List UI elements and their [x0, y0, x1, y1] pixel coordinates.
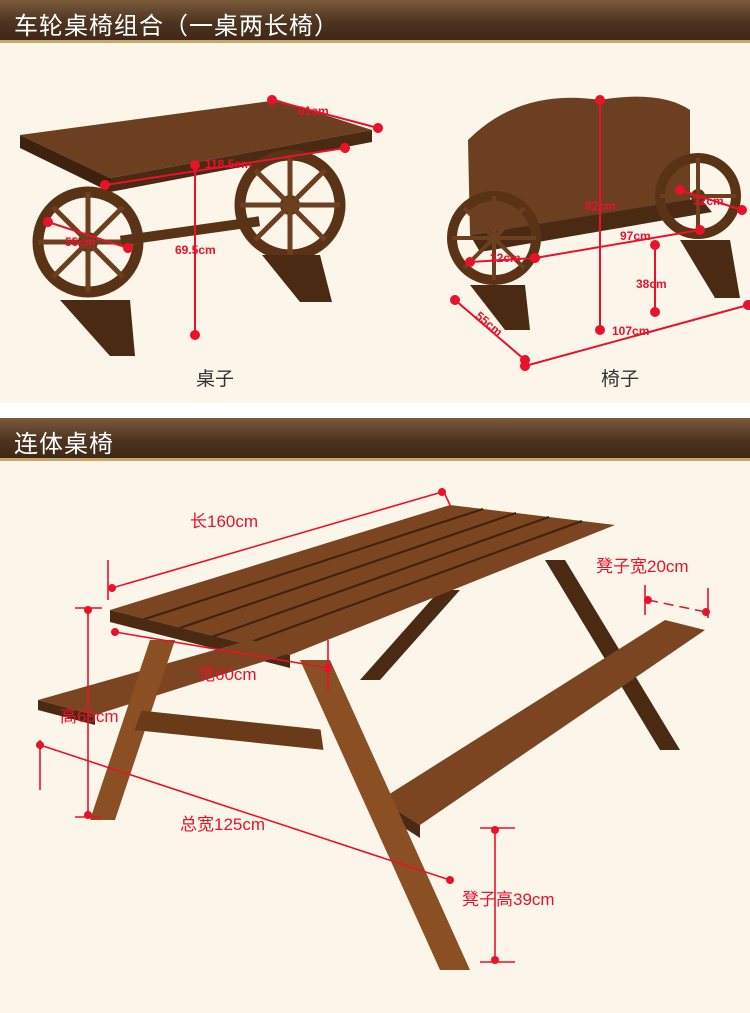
table-height-label: 69.5cm	[175, 243, 216, 257]
wheel-set-illustration: 61cm 118.5cm 69.5cm 55cm 82cm 32cm 97cm …	[20, 95, 750, 371]
picnic-bench-height-label: 凳子高39cm	[462, 890, 555, 909]
section-header-wheel-set: 车轮桌椅组合（一桌两长椅）	[0, 0, 750, 43]
picnic-bench-width-label: 凳子宽20cm	[596, 557, 689, 576]
chair-seat-height-label: 38cm	[636, 277, 667, 291]
section-title: 连体桌椅	[14, 430, 114, 458]
chair-wheel-left-label: 32cm	[490, 251, 521, 265]
table-width-label: 61cm	[298, 104, 329, 118]
chair-caption: 椅子	[601, 368, 640, 390]
table-length-label: 118.5cm	[205, 157, 252, 171]
picnic-width-label: 宽60cm	[198, 665, 257, 684]
picnic-height-label: 高68cm	[60, 707, 119, 726]
picnic-length-label: 长160cm	[190, 512, 258, 531]
chair-seat-width-label: 97cm	[620, 229, 651, 243]
chair-wheel-top-label: 32cm	[693, 194, 724, 208]
section-title: 车轮桌椅组合（一桌两长椅）	[14, 12, 339, 40]
table-wheel-label: 55cm	[65, 235, 96, 249]
table-caption: 桌子	[196, 368, 235, 390]
picnic-total-width-label: 总宽125cm	[180, 815, 265, 834]
chair-height-label: 82cm	[585, 199, 616, 213]
chair-length-label: 107cm	[612, 324, 649, 338]
section-header-picnic-set: 连体桌椅	[0, 418, 750, 461]
